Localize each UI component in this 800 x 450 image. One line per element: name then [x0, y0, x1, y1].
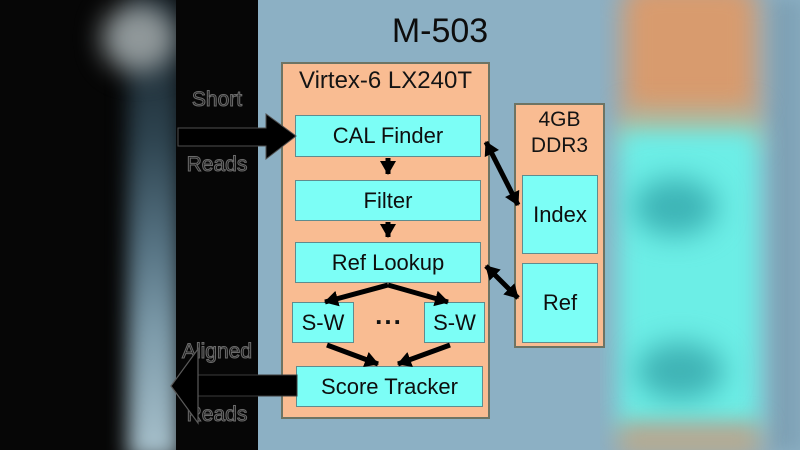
- block-filter: Filter: [295, 180, 481, 221]
- output-label-reads: Reads: [186, 403, 248, 427]
- block-cal-finder: CAL Finder: [295, 115, 481, 157]
- blurred-right-strip: [600, 0, 800, 450]
- io-sidebar: [176, 0, 258, 450]
- ddr3-panel-label: 4GB DDR3: [530, 108, 589, 158]
- input-label-reads: Reads: [186, 153, 248, 177]
- input-label-short: Short: [191, 88, 243, 112]
- blurred-gray-column: [770, 0, 800, 450]
- blurred-tan-bottom: [618, 424, 760, 450]
- slide-title: M-503: [391, 12, 489, 50]
- block-sw-left: S-W: [292, 302, 354, 343]
- block-sw-right: S-W: [424, 302, 485, 343]
- blurred-left-strip: [0, 0, 176, 450]
- blurred-teal-blob-1: [633, 178, 717, 236]
- fpga-panel-label: Virtex-6 LX240T: [299, 67, 472, 94]
- blurred-band: [128, 0, 176, 450]
- block-score-tracker: Score Tracker: [296, 366, 483, 407]
- block-ref-lookup: Ref Lookup: [295, 242, 481, 283]
- block-index: Index: [522, 175, 598, 254]
- output-label-aligned: Aligned: [181, 340, 253, 364]
- block-ref: Ref: [522, 263, 598, 343]
- blurred-teal-blob-2: [636, 342, 724, 400]
- sw-ellipsis: ...: [375, 300, 403, 330]
- blurred-orange-blob: [622, 0, 758, 122]
- blurred-blob: [102, 4, 176, 72]
